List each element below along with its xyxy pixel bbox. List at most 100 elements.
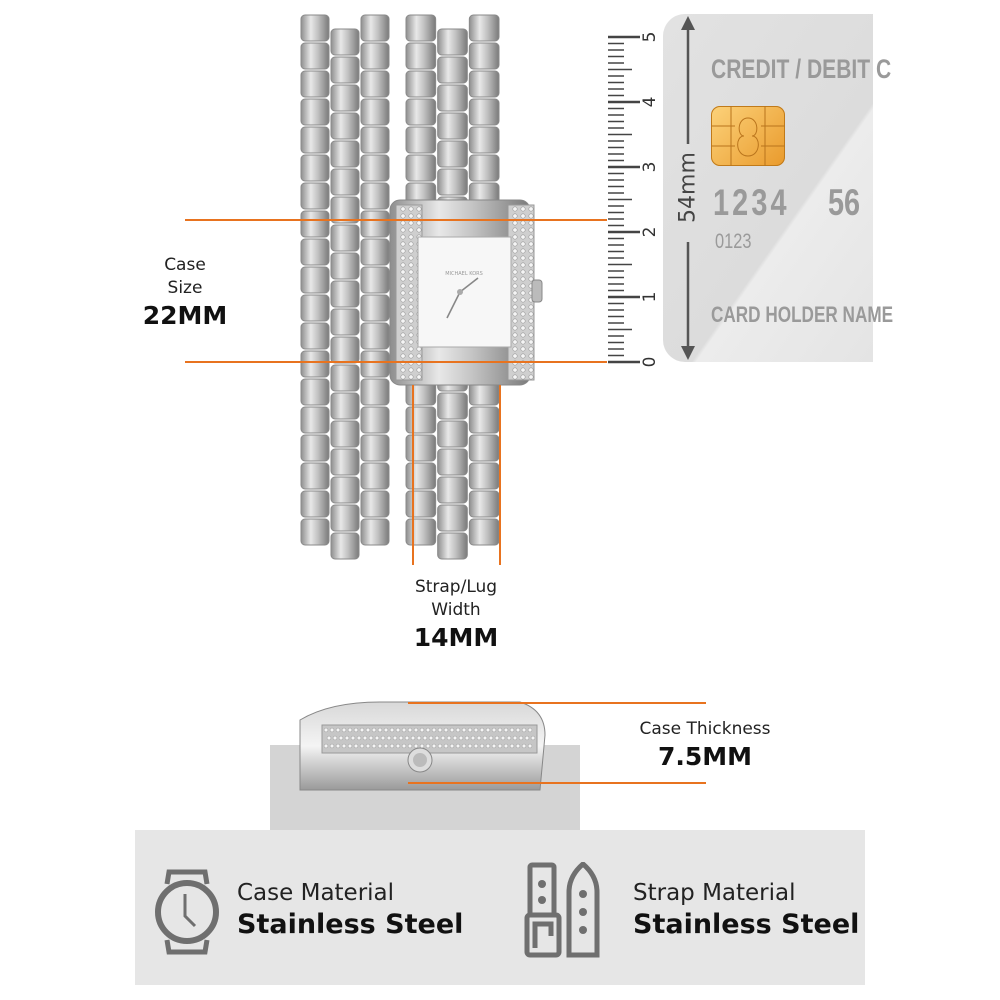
bracelet-link [330,224,360,252]
bracelet-link [437,532,468,560]
pave-crystal [512,206,518,212]
bracelet-link [300,350,330,378]
bracelet-link [405,462,437,490]
pave-crystal [431,727,437,733]
pave-crystal [512,297,518,303]
bracelet-link [437,448,468,476]
pave-crystal [332,735,338,741]
pave-crystal [512,374,518,380]
pave-crystal [400,353,406,359]
card-height-label: 54mm [675,152,701,223]
strap-width-right-line [499,385,501,565]
pave-crystal [503,743,509,749]
pave-crystal [520,262,526,268]
bracelet-link [330,84,360,112]
pave-crystal [497,743,503,749]
pave-crystal [520,206,526,212]
bracelet-link [437,140,468,168]
bracelet-link [330,336,360,364]
pave-crystal [400,304,406,310]
bracelet-link [330,56,360,84]
bracelet-link [468,14,500,42]
pave-crystal [512,283,518,289]
pave-crystal [520,311,526,317]
bracelet-link [437,112,468,140]
pave-crystal [449,727,455,733]
bracelet-link [437,476,468,504]
pave-crystal [512,290,518,296]
pave-crystal [500,735,506,741]
pave-crystal [356,735,362,741]
pave-crystal [408,332,414,338]
case-size-label: Case Size 22MM [130,254,240,332]
pave-crystal [455,727,461,733]
pave-crystal [408,206,414,212]
pave-crystal [520,367,526,373]
pave-crystal [386,735,392,741]
pave-crystal [437,743,443,749]
pave-crystal [389,743,395,749]
case-size-label-line2: Size [167,278,203,298]
pave-crystal [347,743,353,749]
pave-crystal [416,735,422,741]
bracelet-link [437,168,468,196]
pave-crystal [512,227,518,233]
case-size-value: 22MM [142,301,228,330]
pave-crystal [467,727,473,733]
bracelet-link [437,56,468,84]
pave-crystal [428,735,434,741]
pave-crystal [400,255,406,261]
watch-brand: MICHAEL KORS [445,271,483,277]
bracelet-link [300,490,330,518]
bracelet-link [437,28,468,56]
pave-crystal [520,339,526,345]
pave-crystal [520,255,526,261]
bracelet-link [405,406,437,434]
pave-crystal [408,318,414,324]
bracelet-link [330,392,360,420]
pave-crystal [528,213,534,219]
bracelet-link [300,322,330,350]
bracelet-link [360,126,390,154]
pave-crystal [408,262,414,268]
pave-crystal [408,248,414,254]
pave-crystal [485,727,491,733]
card-title: CREDIT / DEBIT C [711,54,892,84]
pave-crystal [408,220,414,226]
bracelet-link [330,308,360,336]
pave-crystal [377,727,383,733]
pave-crystal [520,290,526,296]
pave-crystal [408,269,414,275]
pave-crystal [335,743,341,749]
pave-crystal [329,727,335,733]
pave-crystal [520,269,526,275]
pave-crystal [408,255,414,261]
case-size-top-line [185,219,607,221]
pave-crystal [518,735,524,741]
ruler-number: 3 [640,161,660,173]
pave-crystal [400,367,406,373]
pave-crystal [528,318,534,324]
pave-crystal [520,353,526,359]
case-size-bottom-line [185,361,607,363]
pave-crystal [443,743,449,749]
bracelet-link [300,378,330,406]
bracelet-link [300,434,330,462]
pave-crystal [422,735,428,741]
pave-crystal [400,339,406,345]
pave-crystal [528,206,534,212]
bracelet-link [468,154,500,182]
pave-crystal [377,743,383,749]
pave-crystal [470,735,476,741]
ruler [608,35,640,364]
pave-crystal [400,206,406,212]
pave-crystal [365,727,371,733]
bracelet-link [360,350,390,378]
pave-crystal [408,374,414,380]
pave-crystal [520,332,526,338]
pave-crystal [473,727,479,733]
ruler-number: 5 [640,31,660,43]
pave-crystal [338,735,344,741]
bracelet-link [300,406,330,434]
pave-crystal [528,325,534,331]
